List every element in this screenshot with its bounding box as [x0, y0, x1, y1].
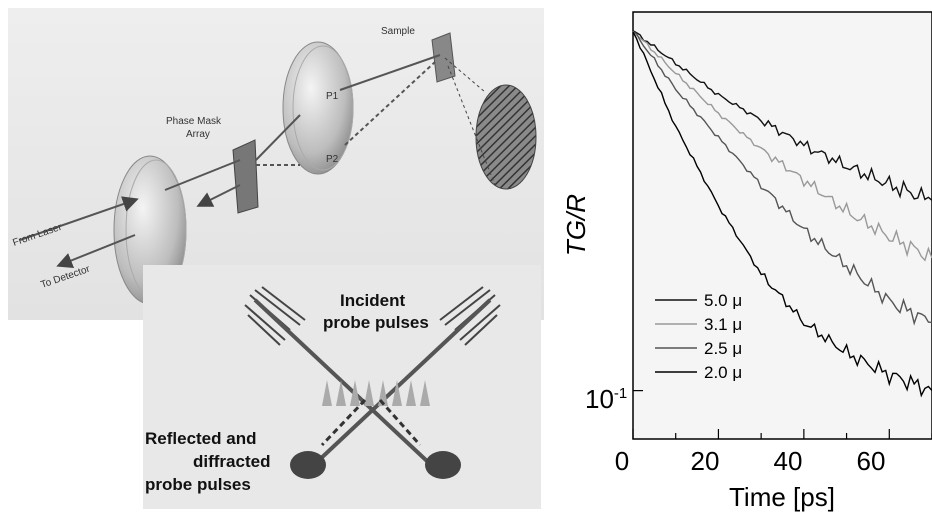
legend: 5.0 μ 3.1 μ 2.5 μ 2.0 μ [655, 291, 742, 382]
grating-zoom [475, 84, 537, 190]
series-line [632, 30, 932, 201]
legend-label: 2.0 μ [704, 363, 742, 382]
p1-label: P1 [326, 91, 339, 102]
x-tick-label-40: 40 [774, 446, 803, 476]
p2-label: P2 [326, 154, 339, 165]
sample-label: Sample [381, 26, 415, 37]
series-line [632, 30, 932, 262]
decay-chart: 5.0 μ 3.1 μ 2.5 μ 2.0 μ 0 20 40 60 10-1 Tim… [561, 11, 932, 512]
series-lines [632, 30, 932, 398]
reflected-label-1: Reflected and [145, 429, 256, 448]
reflected-label-3: probe pulses [145, 475, 251, 494]
legend-label: 2.5 μ [704, 339, 742, 358]
y-tick-label: 10-1 [585, 384, 627, 414]
legend-label: 5.0 μ [704, 291, 742, 310]
pulse-inset: Incident probe pulses Reflected and diff… [143, 265, 541, 509]
incident-label-2: probe pulses [323, 313, 429, 332]
reflected-pulse-right [425, 451, 461, 479]
reflected-beam-left [320, 398, 367, 447]
x-axis-ticks [632, 390, 932, 439]
beam-paths [19, 54, 441, 268]
beam-left-to-right [253, 298, 430, 464]
reflected-pulse-left [290, 451, 326, 479]
phase-mask [232, 139, 259, 214]
x-tick-label-60: 60 [857, 446, 886, 476]
reflected-beam-right [378, 399, 422, 446]
series-line [632, 31, 932, 326]
plot-area [632, 11, 932, 440]
x-tick-label-0: 0 [615, 446, 629, 476]
series-line [632, 31, 932, 398]
incident-label-1: Incident [340, 291, 406, 310]
phase-mask-label-2: Array [186, 129, 210, 140]
x-tick-label-20: 20 [691, 446, 720, 476]
sample-plate [431, 32, 456, 83]
lens-right [282, 41, 354, 175]
y-axis-title: TG/R [561, 194, 591, 256]
phase-mask-label-1: Phase Mask [166, 116, 222, 127]
legend-label: 3.1 μ [704, 315, 742, 334]
x-axis-title: Time [ps] [729, 482, 835, 512]
beam-right-to-left [315, 298, 492, 464]
reflected-label-2: diffracted [193, 452, 270, 471]
phase-mask-teeth [322, 380, 430, 406]
